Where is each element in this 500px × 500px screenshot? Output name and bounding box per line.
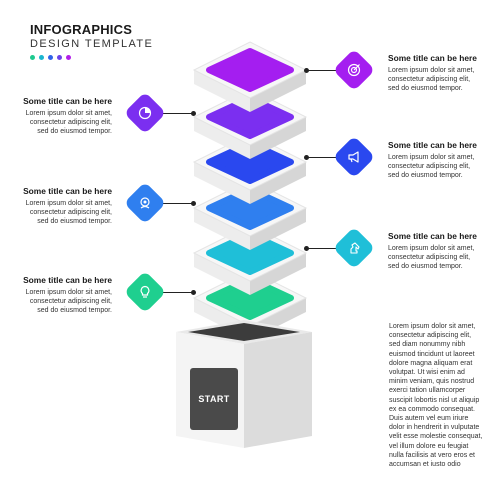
step-title: Some title can be here [23,186,112,196]
lightbulb-icon [130,277,160,307]
stack-layer [192,133,308,204]
step-body: Lorem ipsum dolor sit amet, consectetur … [388,154,475,179]
description-paragraph: Lorem ipsum dolor sit amet, consectetur … [389,323,483,469]
stack-layer [192,41,308,112]
connector-line [306,248,336,249]
header-subtitle: DESIGN TEMPLATE [30,38,154,50]
target-icon [339,55,369,85]
header-dot [30,55,35,60]
stack-layer [192,224,308,295]
header: INFOGRAPHICS DESIGN TEMPLATE [30,22,153,60]
header-dot [57,55,62,60]
connector-line [306,70,336,71]
step-body: Lorem ipsum dolor sit amet, consectetur … [25,110,112,135]
connector-dot [304,246,309,251]
step-title: Some title can be here [388,231,477,241]
header-dot [48,55,53,60]
step-title: Some title can be here [23,275,112,285]
step-body: Lorem ipsum dolor sit amet, consectetur … [388,67,475,92]
header-dot [39,55,44,60]
start-block: START [174,320,314,450]
header-title: INFOGRAPHICS [30,22,133,37]
stack-layer [192,179,308,250]
gear-head-icon [130,188,160,218]
connector-dot [304,155,309,160]
connector-dot [191,290,196,295]
pie-chart-icon [130,98,160,128]
connector-dot [191,111,196,116]
chess-knight-icon [339,233,369,263]
step-body: Lorem ipsum dolor sit amet, consectetur … [25,200,112,225]
connector-line [306,157,336,158]
step-title: Some title can be here [23,96,112,106]
connector-line [160,113,194,114]
step-body: Lorem ipsum dolor sit amet, consectetur … [388,245,475,270]
connector-dot [304,68,309,73]
step-title: Some title can be here [388,140,477,150]
connector-dot [191,201,196,206]
header-dots [30,55,153,60]
step-body: Lorem ipsum dolor sit amet, consectetur … [25,289,112,314]
connector-line [160,292,194,293]
stack-layer [192,269,308,340]
step-title: Some title can be here [388,53,477,63]
connector-line [160,203,194,204]
header-dot [66,55,71,60]
megaphone-icon [339,142,369,172]
stack-layer [192,88,308,159]
start-label: START [190,368,238,430]
